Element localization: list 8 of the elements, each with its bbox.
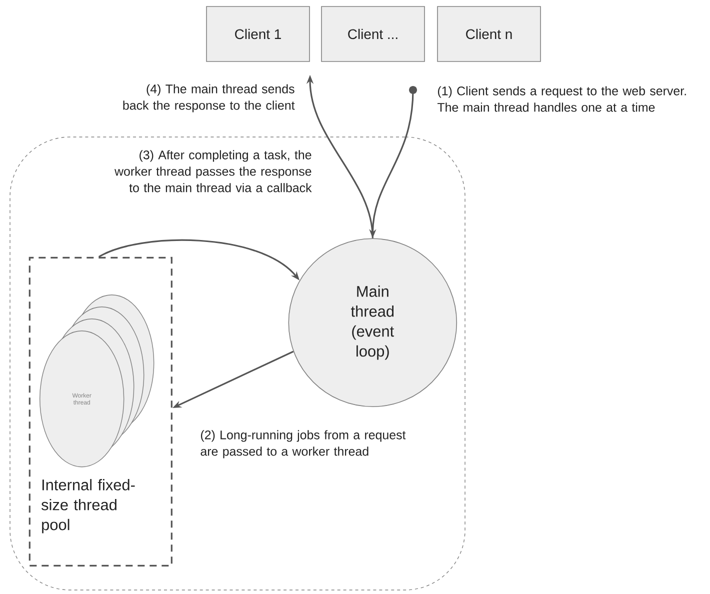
client-box: Client 1 xyxy=(206,6,310,62)
note-text: (2) Long-running jobs from a request are passed to a worker thread xyxy=(200,430,406,458)
client-box: Client n xyxy=(437,6,541,62)
note-text: (3) After completing a task, the worker thread passes the response to the main thread via a callback xyxy=(114,150,312,192)
note-text: (1) Client sends a request to the web server. The main thread handles one at a time xyxy=(437,86,686,112)
client-box: Client ... xyxy=(321,6,425,62)
note-text: (4) The main thread sends back the response to the client xyxy=(123,84,295,112)
server-area xyxy=(10,136,466,590)
